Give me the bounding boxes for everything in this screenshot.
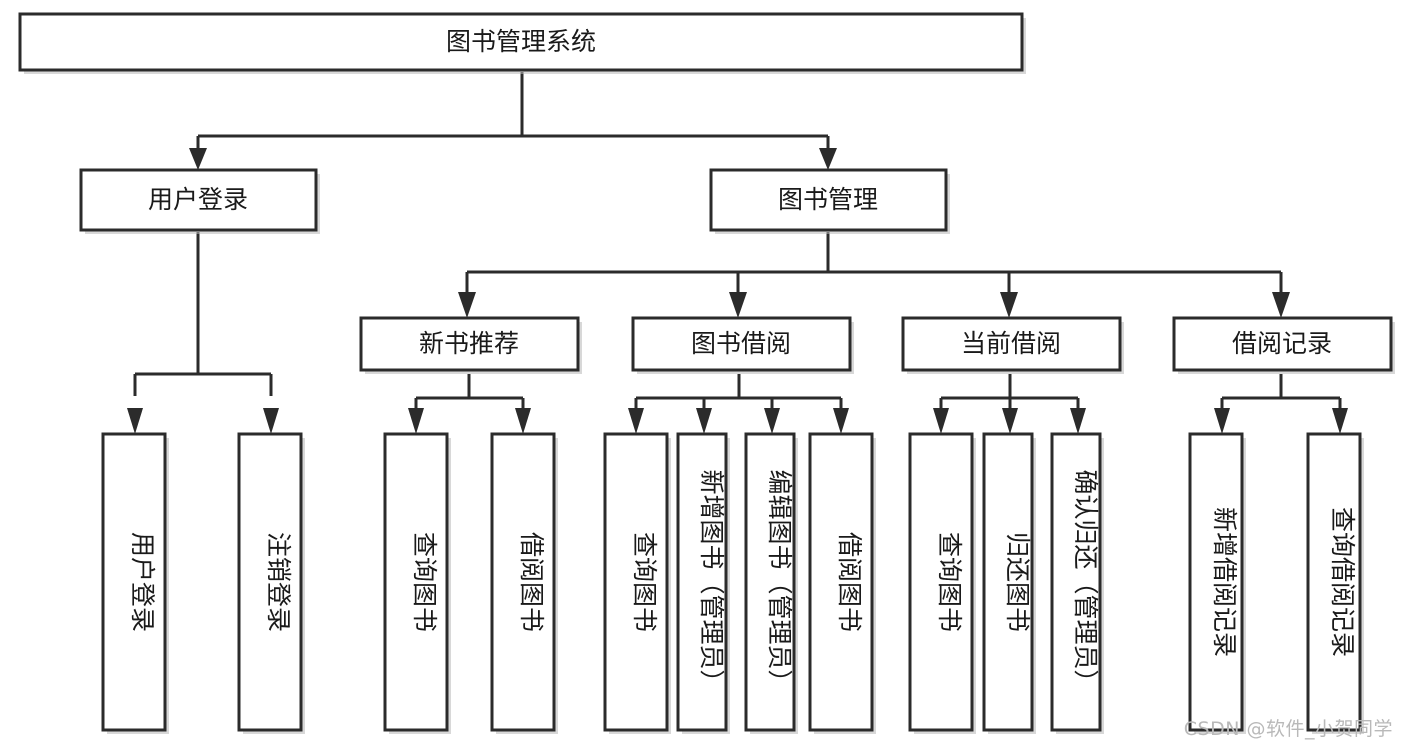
root-label: 图书管理系统 xyxy=(446,27,596,56)
leaf-bb4-label: 借阅图书 xyxy=(835,532,864,632)
node-book-borrow[interactable]: 图书借阅 xyxy=(631,316,854,374)
leaf-cb2-box[interactable] xyxy=(982,432,1034,732)
arrowhead-borrow-record xyxy=(1272,292,1290,318)
book-manage-box[interactable] xyxy=(709,168,948,232)
book-borrow-label: 图书借阅 xyxy=(691,329,791,358)
arrowhead-new-book xyxy=(458,292,476,318)
node-leaf-book-borrow-3[interactable]: 编辑图书（管理员） xyxy=(744,432,798,734)
node-borrow-record[interactable]: 借阅记录 xyxy=(1172,316,1395,374)
arrowhead-bb-leaf1 xyxy=(628,408,644,434)
node-current-borrow[interactable]: 当前借阅 xyxy=(901,316,1124,374)
leaf-nb2-label: 借阅图书 xyxy=(517,532,546,632)
root-box[interactable] xyxy=(18,12,1024,72)
leaf-bb4-box[interactable] xyxy=(808,432,874,732)
node-leaf-book-borrow-1[interactable]: 查询图书 xyxy=(603,432,671,734)
node-leaf-current-borrow-1[interactable]: 查询图书 xyxy=(908,432,976,734)
new-book-label: 新书推荐 xyxy=(419,329,519,358)
node-user-login[interactable]: 用户登录 xyxy=(79,168,320,234)
arrowhead-book-borrow xyxy=(729,292,747,318)
leaf-br2-box[interactable] xyxy=(1306,432,1362,732)
leaf-nb1-box[interactable] xyxy=(383,432,449,732)
node-root[interactable]: 图书管理系统 xyxy=(18,12,1026,74)
arrowhead-bb-leaf2 xyxy=(696,408,712,434)
leaf-br2-label: 查询借阅记录 xyxy=(1328,507,1357,657)
leaf-bb2-label: 新增图书（管理员） xyxy=(697,469,726,694)
node-book-manage[interactable]: 图书管理 xyxy=(709,168,950,234)
node-new-book-recommend[interactable]: 新书推荐 xyxy=(359,316,582,374)
borrow-record-label: 借阅记录 xyxy=(1232,329,1332,358)
arrowhead-current-borrow xyxy=(1000,292,1018,318)
leaf-ul2-box[interactable] xyxy=(237,432,303,732)
leaf-bb1-box[interactable] xyxy=(603,432,669,732)
node-leaf-borrow-record-2[interactable]: 查询借阅记录 xyxy=(1306,432,1364,734)
arrowhead-br-leaf1 xyxy=(1214,408,1230,434)
arrowhead-cb-leaf1 xyxy=(933,408,949,434)
arrowhead-bb-leaf3 xyxy=(764,408,780,434)
user-login-box[interactable] xyxy=(79,168,318,232)
leaf-br1-box[interactable] xyxy=(1188,432,1244,732)
leaf-cb1-label: 查询图书 xyxy=(935,532,964,632)
arrowhead-book-manage xyxy=(819,148,837,170)
node-leaf-current-borrow-2[interactable]: 归还图书 xyxy=(982,432,1036,734)
leaf-bb1-label: 查询图书 xyxy=(630,532,659,632)
connector-layer xyxy=(127,72,1348,434)
arrowhead-bb-leaf4 xyxy=(833,408,849,434)
leaf-nb1-label: 查询图书 xyxy=(410,532,439,632)
arrowhead-nb-leaf2 xyxy=(515,408,531,434)
leaf-ul1-label: 用户登录 xyxy=(128,532,157,632)
node-leaf-book-borrow-2[interactable]: 新增图书（管理员） xyxy=(676,432,730,734)
leaf-cb3-label: 确认归还（管理员） xyxy=(1071,469,1100,694)
arrowhead-cb-leaf3 xyxy=(1070,408,1086,434)
leaf-cb2-label: 归还图书 xyxy=(1003,532,1032,632)
book-borrow-box[interactable] xyxy=(631,316,852,372)
leaf-cb1-box[interactable] xyxy=(908,432,974,732)
leaf-nb2-box[interactable] xyxy=(490,432,556,732)
node-leaf-book-borrow-4[interactable]: 借阅图书 xyxy=(808,432,876,734)
node-leaf-new-book-1[interactable]: 查询图书 xyxy=(383,432,451,734)
node-leaf-new-book-2[interactable]: 借阅图书 xyxy=(490,432,558,734)
book-manage-label: 图书管理 xyxy=(778,185,878,214)
node-leaf-borrow-record-1[interactable]: 新增借阅记录 xyxy=(1188,432,1246,734)
leaf-ul1-box[interactable] xyxy=(101,432,167,732)
node-leaf-current-borrow-3[interactable]: 确认归还（管理员） xyxy=(1050,432,1104,734)
arrowhead-ul-leaf2 xyxy=(263,408,279,434)
arrowhead-user-login xyxy=(189,148,207,170)
current-borrow-label: 当前借阅 xyxy=(961,329,1061,358)
current-borrow-box[interactable] xyxy=(901,316,1122,372)
leaf-cb3-box[interactable] xyxy=(1050,432,1102,732)
leaf-bb2-box[interactable] xyxy=(676,432,728,732)
borrow-record-box[interactable] xyxy=(1172,316,1393,372)
leaf-br1-label: 新增借阅记录 xyxy=(1210,507,1239,657)
new-book-box[interactable] xyxy=(359,316,580,372)
user-login-label: 用户登录 xyxy=(148,185,248,214)
leaf-bb3-box[interactable] xyxy=(744,432,796,732)
leaf-ul2-label: 注销登录 xyxy=(264,532,293,632)
arrowhead-ul-leaf1 xyxy=(127,408,143,434)
node-leaf-user-login-1[interactable]: 用户登录 xyxy=(101,432,169,734)
arrowhead-br-leaf2 xyxy=(1332,408,1348,434)
node-leaf-user-login-2[interactable]: 注销登录 xyxy=(237,432,305,734)
arrowhead-nb-leaf1 xyxy=(408,408,424,434)
arrowhead-cb-leaf2 xyxy=(1002,408,1018,434)
leaf-bb3-label: 编辑图书（管理员） xyxy=(765,469,794,694)
